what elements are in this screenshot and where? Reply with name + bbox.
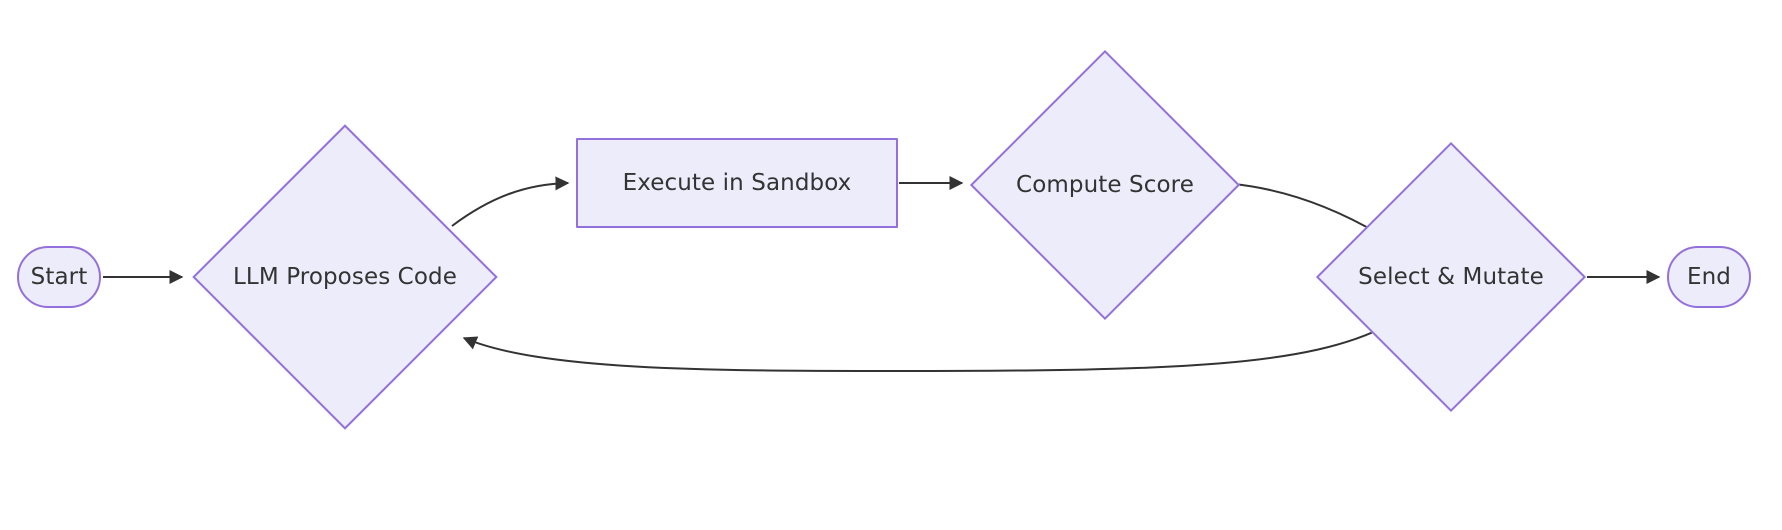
edge-compute-to-select [1233, 183, 1381, 235]
node-start[interactable]: Start [17, 246, 101, 308]
diamond-shape [192, 124, 498, 430]
node-execute-in-sandbox[interactable]: Execute in Sandbox [576, 138, 898, 228]
diamond-shape [1315, 141, 1587, 413]
node-llm-proposes-code[interactable]: LLM Proposes Code [192, 124, 498, 430]
edge-select-to-llm-feedback [462, 324, 1389, 373]
edge-llm-to-execute [451, 176, 570, 227]
diamond-shape [969, 49, 1241, 321]
node-end[interactable]: End [1667, 246, 1751, 308]
node-select-and-mutate[interactable]: Select & Mutate [1315, 141, 1587, 413]
node-end-label: End [1686, 264, 1731, 290]
node-start-label: Start [30, 264, 88, 290]
node-compute-score[interactable]: Compute Score [969, 49, 1241, 321]
node-execute-in-sandbox-label: Execute in Sandbox [622, 170, 852, 196]
